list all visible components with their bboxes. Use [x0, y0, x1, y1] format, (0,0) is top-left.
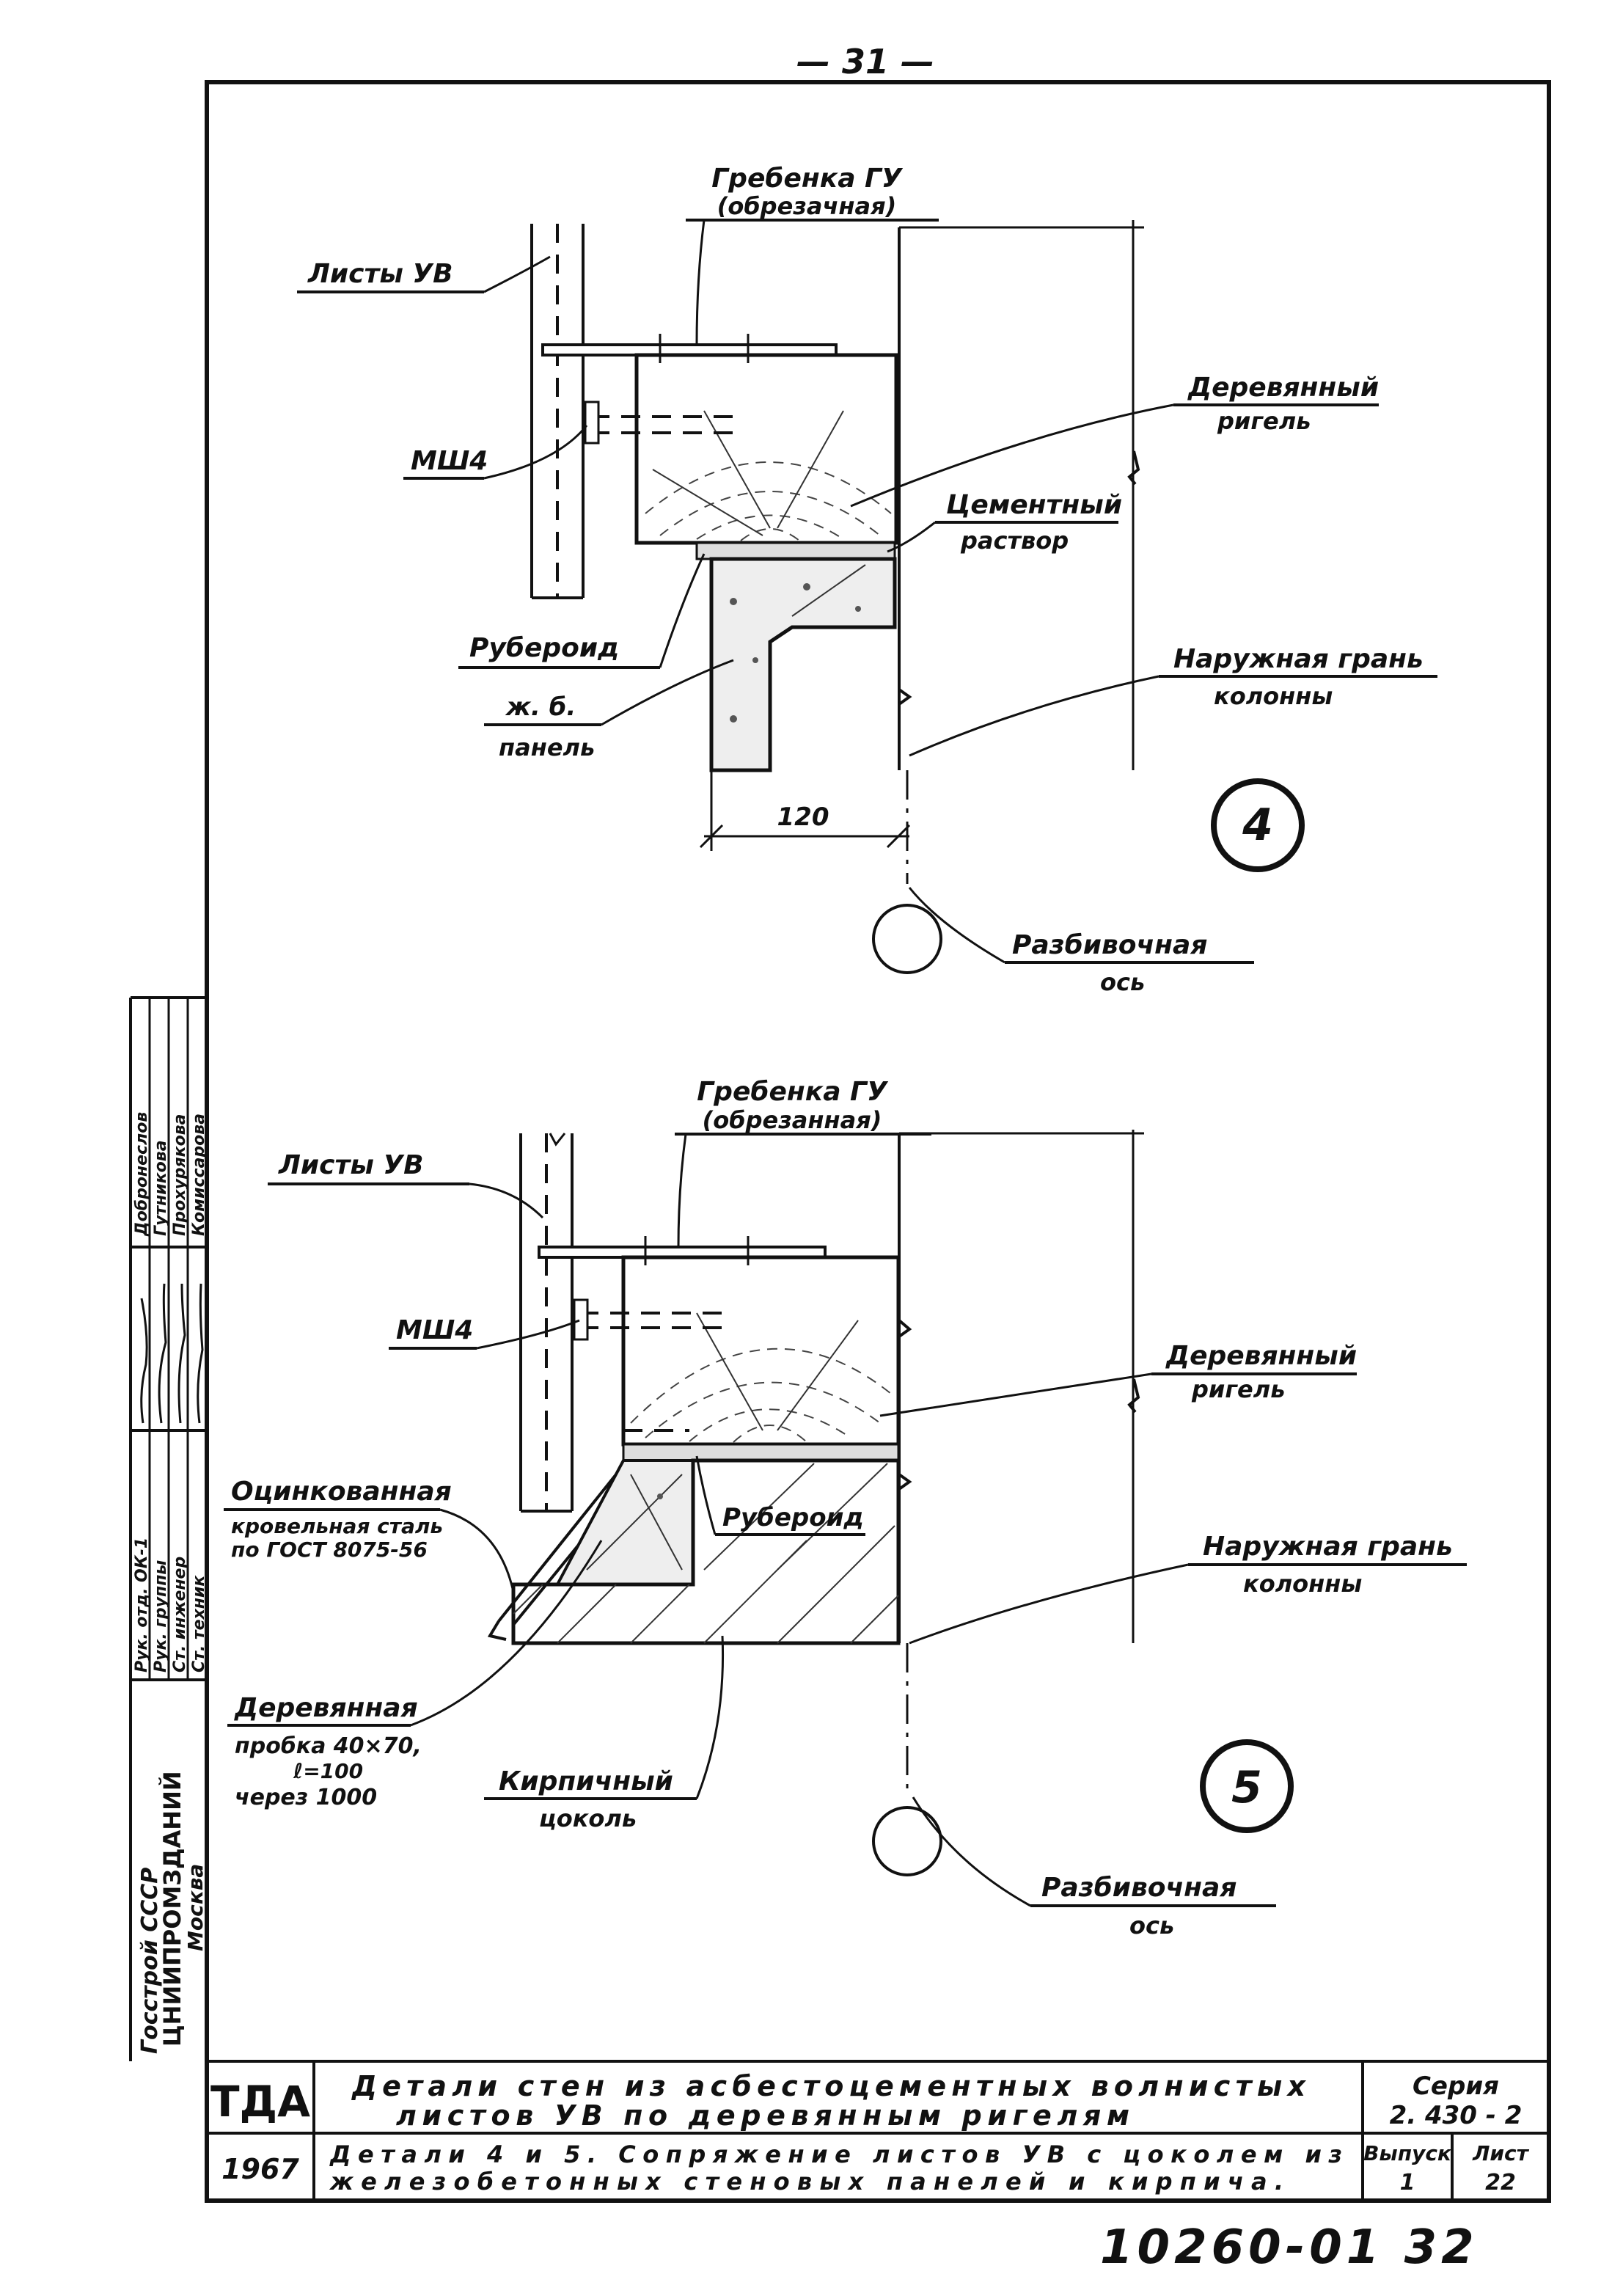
- axis-bubble-5: [872, 1806, 942, 1876]
- label-beam-sub-4: ригель: [1217, 407, 1311, 435]
- sheet-frame: [205, 80, 1551, 2203]
- label-beam-4: Деревянный: [1187, 373, 1379, 403]
- label-screw-5: МШ4: [396, 1315, 473, 1345]
- wooden-plug-5: [554, 1459, 695, 1586]
- title-block: ТДА Детали стен из асбестоцементных волн…: [207, 2060, 1549, 2201]
- label-axis-sub-4: ось: [1100, 968, 1145, 996]
- subtitle-line-1: Детали 4 и 5. Сопряжение листов УВ с цок…: [329, 2140, 1342, 2168]
- label-comb-5: Гребенка ГУ: [697, 1077, 889, 1107]
- label-comb-4: Гребенка ГУ: [711, 164, 904, 194]
- stamp-org-3: Москва: [183, 1864, 208, 1951]
- stamp-name-1: Добронеслов: [133, 1112, 151, 1237]
- sheets-uv-5: [519, 1133, 574, 1513]
- label-beam-sub-5: ригель: [1191, 1375, 1285, 1403]
- label-axis-4: Разбивочная: [1012, 930, 1207, 960]
- axis-bubble-4: [872, 904, 942, 974]
- subtitle-line-2: железобетонных стеновых панелей и кирпич…: [329, 2168, 1283, 2196]
- label-plug-3: ℓ=100: [293, 1759, 363, 1783]
- detail-number-4: 4: [1242, 800, 1273, 851]
- sheet-label: Лист: [1472, 2141, 1529, 2165]
- label-outer-face-sub-4: колонны: [1214, 682, 1333, 710]
- stamp-role-3: Ст. инженер: [171, 1557, 189, 1672]
- roofing-layer-5: [622, 1443, 900, 1462]
- label-comb-sub-4: (обрезачная): [717, 192, 897, 220]
- screw-msh4-5: [573, 1298, 733, 1432]
- screw-msh4-4: [584, 401, 733, 445]
- label-outer-face-5: Наружная грань: [1203, 1532, 1453, 1562]
- dimension-value: 120: [777, 802, 829, 832]
- stamp-name-2: Гутникова: [152, 1140, 170, 1236]
- stamp-role-1: Рук. отд. ОК-1: [133, 1538, 151, 1672]
- dimension-120: 120: [699, 770, 911, 851]
- label-galv-1: Оцинкованная: [231, 1477, 452, 1507]
- detail-5: 5 Гребенка ГУ (обрезанная) Листы УВ МШ4 …: [224, 1077, 1467, 1939]
- label-panel-sub-4: панель: [499, 734, 595, 761]
- detail-4: 120 4 Гребенка ГУ (обрезачная) Листы УВ …: [297, 164, 1437, 996]
- stamp-name-3: Прохурякова: [171, 1114, 189, 1237]
- title-year: 1967: [221, 2153, 299, 2185]
- label-plug-2: пробка 40×70,: [235, 1733, 422, 1759]
- stamp-signatures: [140, 1283, 204, 1424]
- label-beam-5: Деревянный: [1165, 1341, 1357, 1371]
- side-stamp: Рук. отд. ОК-1 Рук. группы Ст. инженер С…: [129, 996, 208, 2061]
- label-sheets-5: Листы УВ: [278, 1150, 424, 1180]
- stamp-role-4: Ст. техник: [190, 1575, 208, 1672]
- rc-panel-4: [709, 557, 897, 772]
- detail-number-circle-4: [1211, 778, 1305, 872]
- label-outer-face-sub-5: колонны: [1243, 1570, 1362, 1598]
- wooden-beam-5: [621, 1255, 901, 1447]
- label-panel-4: ж. б.: [505, 692, 576, 722]
- series-value: 2. 430 - 2: [1390, 2101, 1523, 2130]
- label-plinth-sub-5: цоколь: [539, 1805, 637, 1832]
- label-mortar-sub-4: раствор: [960, 527, 1069, 555]
- label-axis-5: Разбивочная: [1041, 1873, 1237, 1903]
- label-comb-sub-5: (обрезанная): [703, 1106, 882, 1134]
- page-number: — 31 —: [796, 42, 934, 81]
- title-line-2: листов УВ по деревянным ригелям: [396, 2099, 1129, 2132]
- label-roofing-5: Рубероид: [722, 1503, 864, 1532]
- series-label: Серия: [1413, 2072, 1499, 2101]
- label-plug-4: через 1000: [235, 1785, 377, 1810]
- label-plinth-5: Кирпичный: [499, 1766, 673, 1796]
- label-mortar-4: Цементный: [946, 490, 1122, 520]
- label-roofing-4: Рубероид: [469, 633, 619, 663]
- issue-label: Выпуск: [1363, 2141, 1452, 2165]
- label-galv-2: кровельная сталь: [231, 1514, 443, 1538]
- label-sheets-4: Листы УВ: [307, 259, 453, 289]
- title-line-1: Детали стен из асбестоцементных волнисты…: [351, 2070, 1306, 2102]
- stamp-org-2: ЦНИИПРОМЗДАНИЙ: [158, 1771, 186, 2047]
- cement-mortar-4: [695, 541, 896, 560]
- stamp-role-2: Рук. группы: [152, 1560, 170, 1672]
- label-plug-1: Деревянная: [234, 1693, 418, 1723]
- detail-number-circle-5: [1200, 1739, 1294, 1833]
- stamp-org-1: Госстрой СССР: [137, 1868, 163, 2054]
- wooden-beam-4: [634, 353, 898, 545]
- sheet-value: 22: [1485, 2170, 1516, 2196]
- archive-number: 10260-01 32: [1100, 2220, 1479, 2275]
- detail-number-5: 5: [1231, 1762, 1262, 1813]
- issue-value: 1: [1400, 2170, 1415, 2196]
- label-axis-sub-5: ось: [1129, 1912, 1174, 1939]
- brick-plinth-5: [511, 1458, 901, 1645]
- label-screw-4: МШ4: [411, 446, 488, 476]
- stamp-name-4: Комиссарова: [190, 1114, 208, 1236]
- label-galv-3: по ГОСТ 8075-56: [231, 1538, 428, 1562]
- sheets-uv-4: [530, 224, 585, 599]
- label-outer-face-4: Наружная грань: [1173, 644, 1424, 674]
- title-code: ТДА: [210, 2077, 310, 2127]
